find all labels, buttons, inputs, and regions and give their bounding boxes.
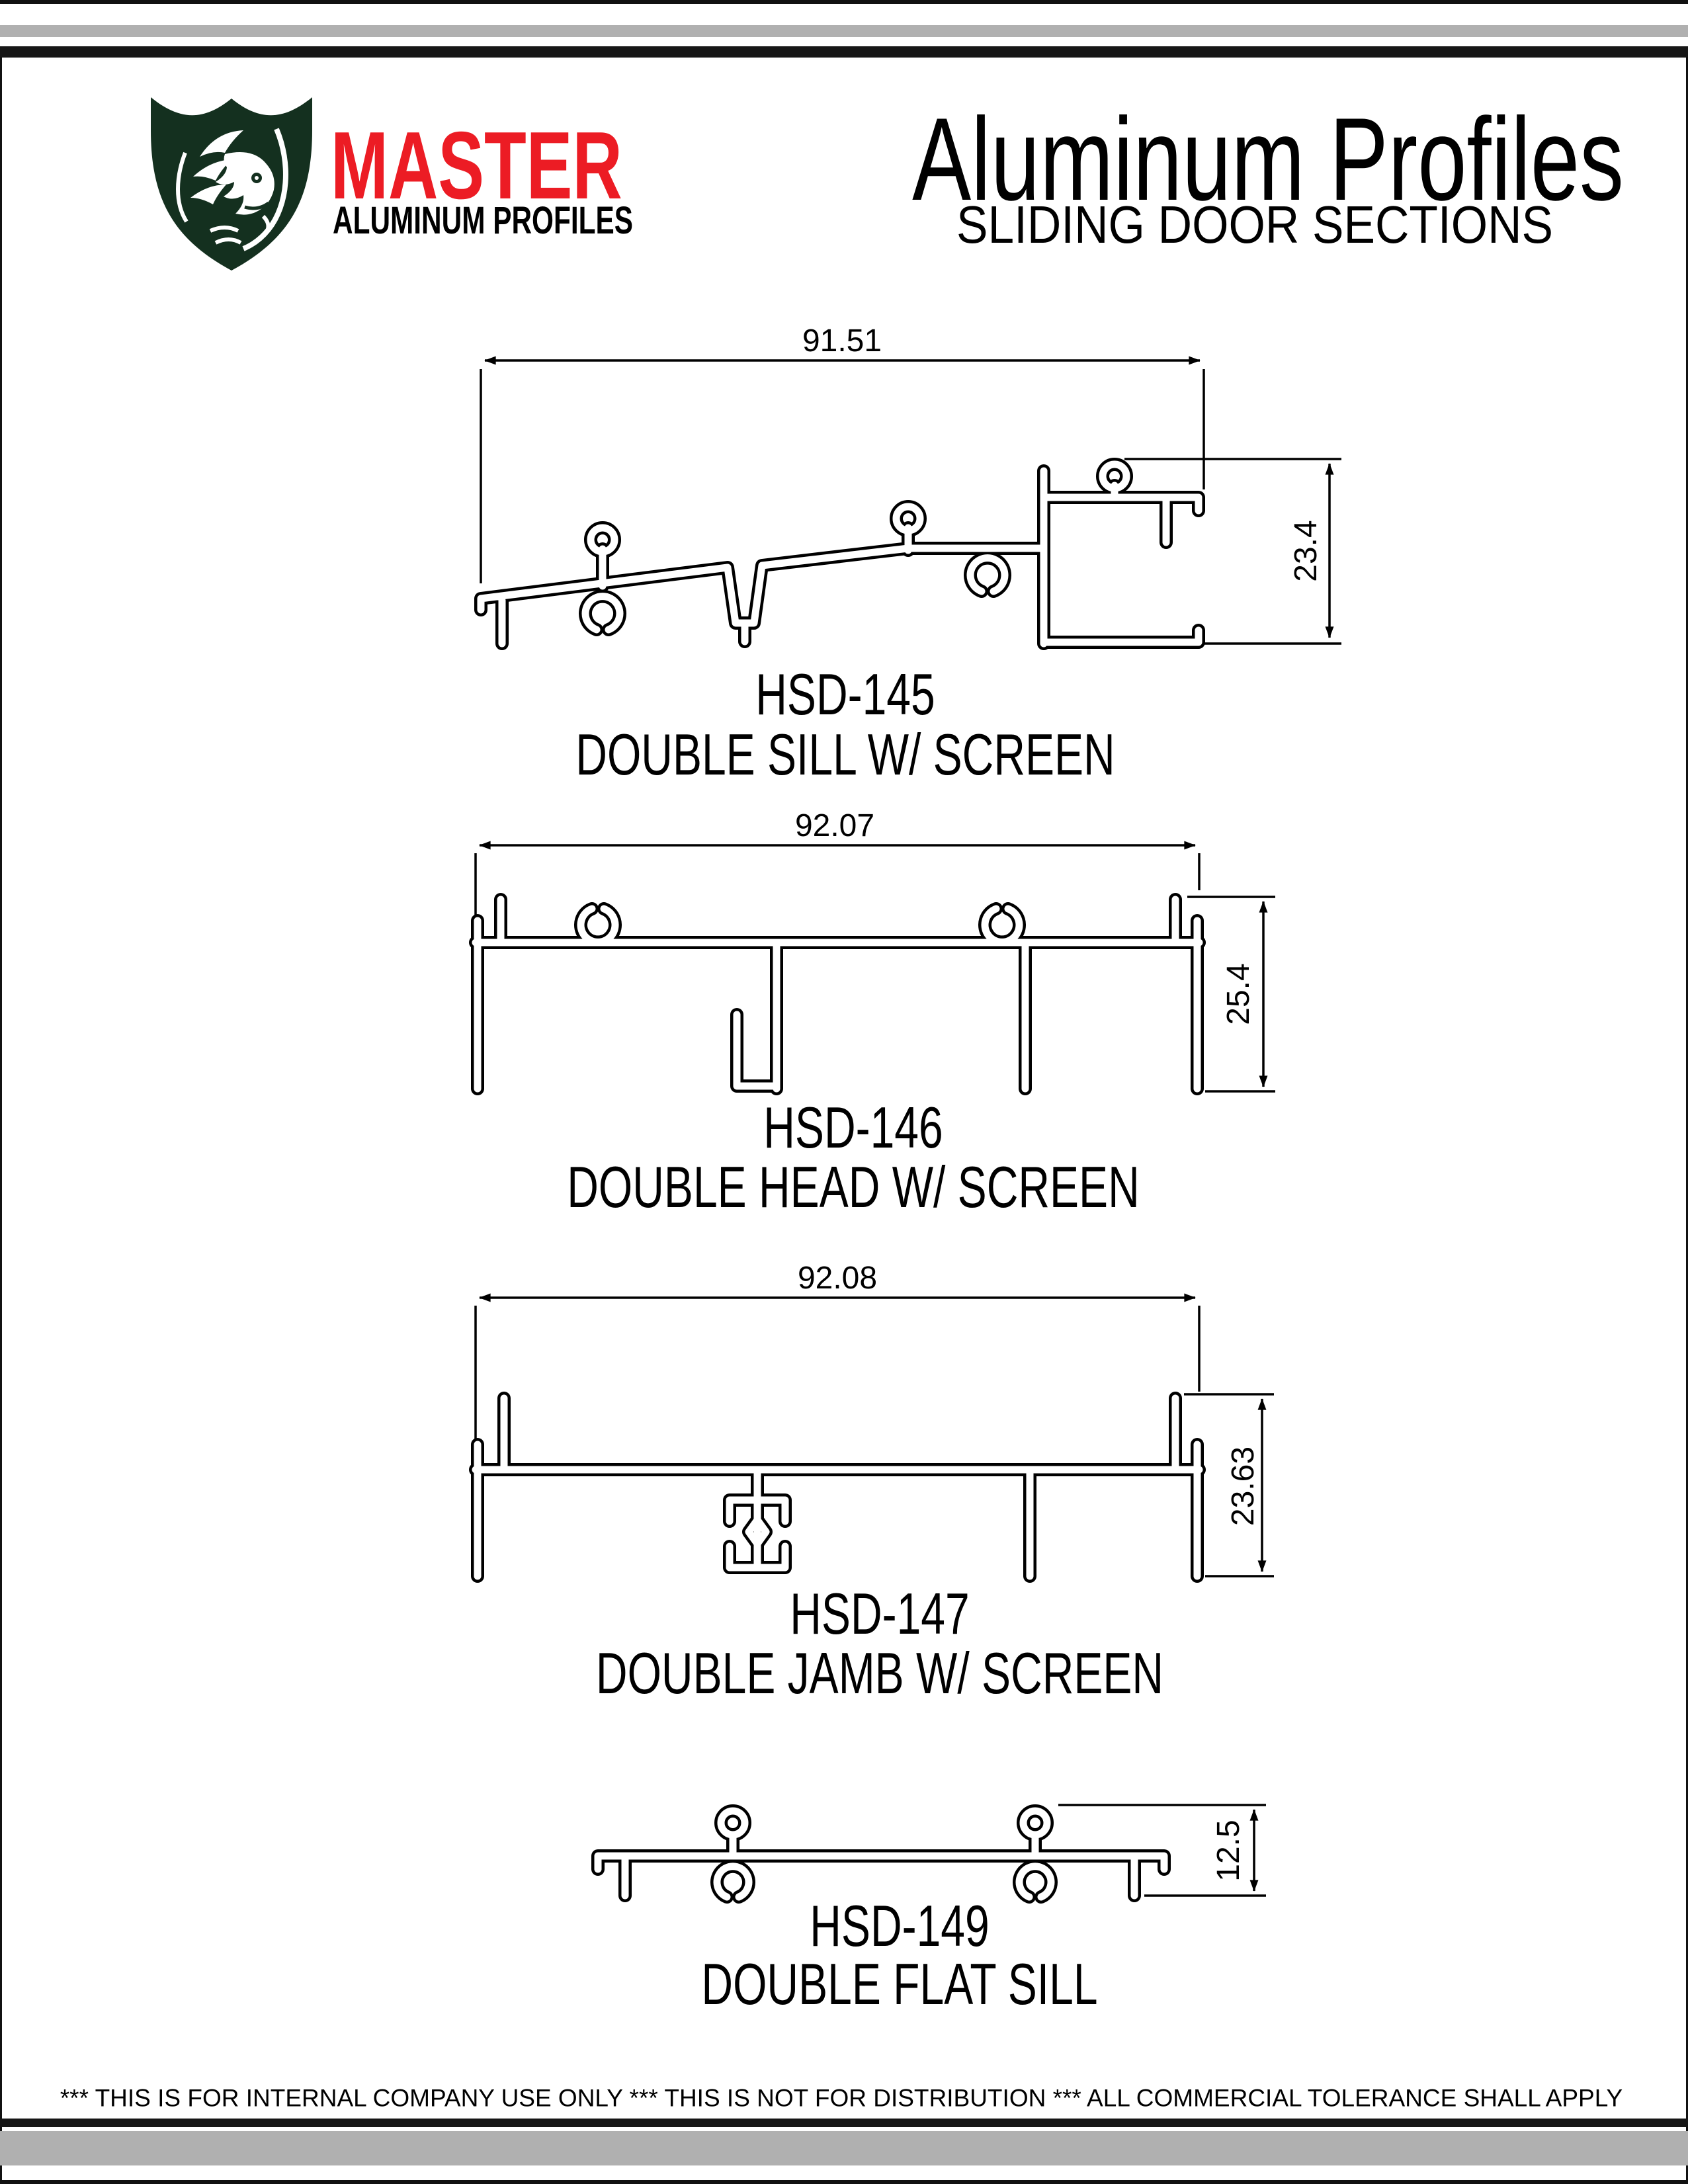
left-border [0,57,2,2184]
dims-hsd-147 [474,1293,1274,1577]
brand-name: MASTER [331,112,622,219]
profile-drawing-hsd-146 [476,900,1199,1089]
dims-hsd-146 [474,841,1275,1093]
section-name-hsd146: DOUBLE HEAD W/ SCREEN [567,1154,1140,1220]
right-border [1686,57,1688,2184]
dragon-emblem-icon [176,128,288,251]
section-name-hsd145: DOUBLE SILL W/ SCREEN [575,722,1115,787]
dim-height-value-hsd145: 23.4 [1288,520,1324,582]
profile-drawing-hsd-145 [481,464,1199,644]
section-name-hsd147: DOUBLE JAMB W/ SCREEN [595,1640,1164,1706]
dim-width-value-hsd147: 92.08 [797,1261,878,1296]
page-title: Aluminum Profiles [912,93,1624,225]
section-name-hsd149: DOUBLE FLAT SILL [701,1951,1098,2017]
section-code-hsd146: HSD-146 [763,1095,943,1160]
dim-width-value-hsd145: 91.51 [802,323,882,358]
section-code-hsd149: HSD-149 [810,1893,990,1958]
dim-width-value-hsd146: 92.07 [794,808,875,843]
top-rule-thin [0,0,1688,4]
brand-tagline: ALUMINUM PROFILES [333,199,633,242]
profile-drawing-hsd-149 [598,1811,1164,1897]
dim-height-value-hsd147: 23.63 [1226,1446,1261,1527]
profile-drawing-hsd-147 [476,1398,1199,1576]
bottom-rule-black [0,2119,1688,2127]
bottom-rule-gray [0,2131,1688,2165]
brand-shield-logo [151,97,312,271]
dim-height-value-hsd146: 25.4 [1221,963,1256,1025]
section-code-hsd145: HSD-145 [755,661,935,727]
footer-notice: *** THIS IS FOR INTERNAL COMPANY USE ONL… [60,2084,1623,2112]
page-subtitle: SLIDING DOOR SECTIONS [956,195,1554,254]
top-rule-gray [0,25,1688,37]
bottom-rule-thin [0,2180,1688,2184]
dim-height-value-hsd149: 12.5 [1211,1820,1246,1882]
section-code-hsd147: HSD-147 [790,1581,970,1646]
dims-hsd-149 [1058,1804,1266,1897]
top-rule-black [0,46,1688,58]
